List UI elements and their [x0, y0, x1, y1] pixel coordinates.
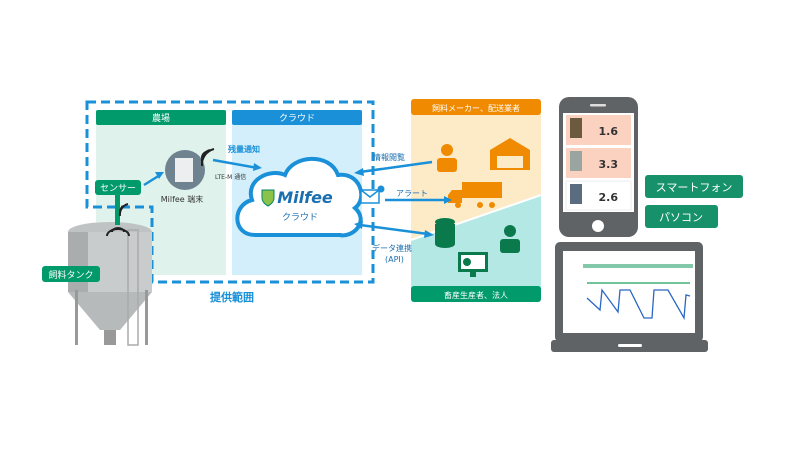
monitor-chart-icon	[458, 252, 488, 277]
tank-photo-1	[570, 118, 582, 138]
farm-header	[96, 110, 226, 125]
alert-label: アラート	[396, 189, 428, 198]
mail-flap	[360, 189, 380, 198]
tank-label: 飼料タンク	[48, 269, 93, 281]
notify-arrow	[212, 158, 259, 170]
alert-person-icon	[377, 185, 385, 193]
milfee-brand: Milfee	[277, 188, 333, 207]
sensor-badge	[95, 180, 141, 195]
tank-badge	[42, 266, 100, 282]
tank-photo-2	[570, 151, 582, 171]
operator-person-icon	[437, 144, 457, 172]
cloud-title: クラウド	[279, 113, 315, 124]
view-arrowhead	[354, 168, 364, 176]
pc-badge	[645, 205, 718, 228]
device-box-icon	[175, 158, 193, 182]
warehouse-icon	[490, 138, 530, 170]
data-label: データ連携	[372, 243, 412, 253]
producer-person-icon	[500, 225, 520, 253]
sensor-arrow	[143, 173, 161, 187]
database-icon	[435, 218, 455, 248]
smartphone-label: スマートフォン	[656, 181, 733, 194]
data-arrow	[359, 223, 429, 236]
phone-value-2: 3.3	[599, 158, 619, 171]
view-arrow	[359, 160, 433, 174]
farm-title: 農場	[152, 112, 170, 124]
truck-icon	[448, 182, 502, 208]
data-arrowhead-right	[424, 230, 434, 238]
smartphone-badge	[645, 175, 743, 198]
scope-label: 提供範囲	[210, 290, 254, 304]
phone-home-button	[592, 220, 604, 232]
phone-speaker	[590, 104, 606, 107]
cloud-shape	[235, 156, 364, 238]
sensor-arrowhead	[155, 172, 164, 179]
notify-arrowhead	[253, 163, 262, 171]
milfee-logo-icon	[261, 189, 275, 207]
producers-title: 畜産生産者、法人	[444, 290, 508, 300]
laptop-touchpad	[618, 344, 642, 347]
notify-label: 残量通知	[228, 144, 260, 154]
phone-value-1: 1.6	[599, 125, 619, 138]
diagonal-divider	[410, 194, 542, 241]
pc-label: パソコン	[659, 211, 703, 224]
producers-header	[411, 286, 541, 302]
sensor-signal-icon	[106, 203, 130, 237]
alert-arrowhead	[444, 196, 452, 204]
signal-icon	[200, 148, 215, 167]
producers-area	[411, 195, 541, 300]
cloud-subtitle: クラウド	[282, 212, 318, 223]
sensor-label: センサー	[100, 183, 136, 194]
laptop-toolbar	[583, 264, 693, 268]
cloud-header	[232, 110, 362, 125]
lte-label: LTE-M 通信	[215, 173, 246, 181]
tank-photo-3	[570, 184, 582, 204]
api-label: (API)	[385, 255, 404, 264]
feed-tank-illustration	[68, 222, 152, 346]
suppliers-title: 飼料メーカー、配送業者	[432, 103, 520, 113]
laptop-screen	[563, 251, 695, 333]
laptop-chart-line	[586, 288, 691, 321]
view-label: 情報閲覧	[373, 152, 405, 162]
sensor-pointer	[115, 195, 120, 225]
data-arrowhead-left	[354, 221, 363, 229]
phone-value-3: 2.6	[599, 191, 619, 204]
suppliers-header	[411, 99, 541, 115]
device-label: Milfee 端末	[161, 194, 204, 204]
